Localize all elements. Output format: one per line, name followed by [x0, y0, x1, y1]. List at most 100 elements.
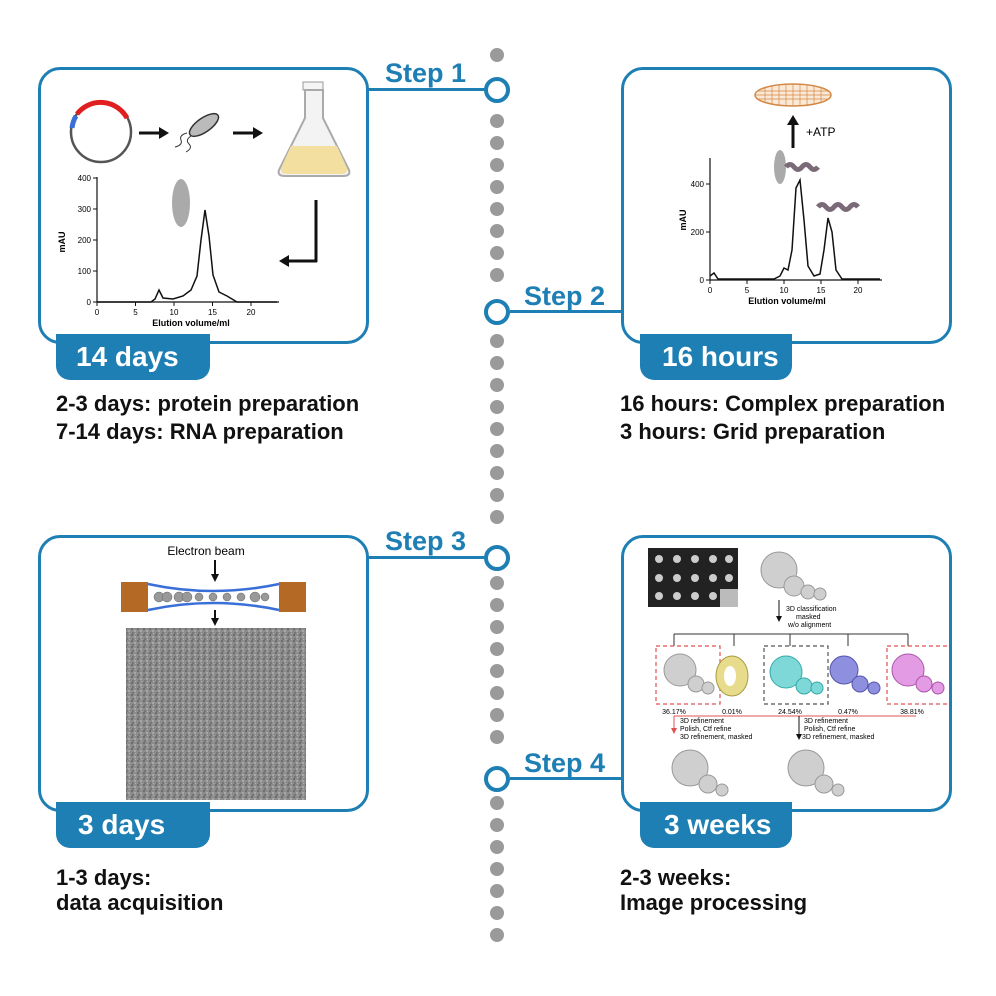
timeline-dot [490, 268, 504, 282]
timeline-dot [490, 906, 504, 920]
step-4-label: Step 4 [524, 748, 606, 778]
classification-label-2: masked [796, 614, 821, 621]
step-3-line-1: 1-3 days: [56, 865, 152, 890]
step-1-duration: 14 days [76, 341, 179, 372]
timeline-dot [490, 796, 504, 810]
panel-2-y-tick-label: 400 [691, 180, 705, 189]
timeline-dot [490, 334, 504, 348]
step-1-label: Step 1 [385, 58, 467, 88]
timeline-dot [490, 246, 504, 260]
class-4-percentage: 0.47% [838, 709, 858, 716]
atp-label: +ATP [806, 125, 835, 139]
classification-label-3: w/o alignment [787, 622, 831, 629]
step-4-panel: 3D classification masked w/o alignment 3… [621, 535, 952, 812]
class-3-percentage: 24.54% [778, 709, 802, 716]
bacterium-icon [174, 112, 220, 153]
timeline-dot [490, 202, 504, 216]
connector-step-2 [510, 310, 622, 313]
panel-1-x-tick-label: 5 [133, 308, 138, 317]
timeline-dot [490, 378, 504, 392]
refine-left-2: Polish, Ctf refine [680, 726, 731, 733]
protein-particle-icon [172, 179, 190, 227]
panel-1-y-tick-label: 200 [78, 236, 92, 245]
step-1-duration-badge: 14 days [56, 334, 210, 380]
step-1-line-2: 7-14 days: RNA preparation [56, 419, 344, 444]
step-4-line-2: Image processing [620, 890, 808, 915]
refine-right-2: Polish, Ctf refine [804, 726, 855, 733]
panel-1-x-tick-label: 20 [247, 308, 256, 317]
timeline-dot [490, 488, 504, 502]
step-3-duration-badge: 3 days [56, 802, 210, 848]
timeline-dot [490, 510, 504, 524]
panel-2-y-axis-label: mAU [678, 209, 688, 230]
timeline-dot [490, 818, 504, 832]
timeline-node-step-3 [484, 545, 510, 571]
panel-2-x-tick-label: 15 [817, 286, 826, 295]
protein-particle-icon [774, 150, 786, 184]
step-2-label: Step 2 [524, 281, 606, 311]
2d-class-averages [648, 548, 738, 607]
panel-1-x-tick-label: 0 [95, 308, 100, 317]
step-3-label: Step 3 [385, 526, 467, 556]
timeline-dot [490, 356, 504, 370]
timeline-dot [490, 422, 504, 436]
panel-1-x-tick-label: 10 [170, 308, 179, 317]
classification-label-1: 3D classification [786, 606, 837, 613]
timeline-dot [490, 576, 504, 590]
step-4-line-1: 2-3 weeks: [620, 865, 732, 890]
step-4-duration-badge: 3 weeks [640, 802, 792, 848]
refine-left-3: 3D refinement, masked [680, 734, 752, 741]
grid-support-left [121, 582, 148, 612]
timeline-dot [490, 620, 504, 634]
chromatogram-trace [97, 209, 277, 303]
panel-1-x-axis-label: Elution volume/ml [152, 318, 230, 328]
connector-step-3 [366, 556, 486, 559]
panel-1-y-tick-label: 300 [78, 205, 92, 214]
step-4-duration: 3 weeks [664, 809, 772, 840]
class-2-percentage: 0.01% [722, 709, 742, 716]
panel-2-x-tick-label: 10 [780, 286, 789, 295]
refine-right-1: 3D refinement [804, 718, 848, 725]
final-model-left [671, 749, 729, 797]
class-4-map [829, 655, 881, 695]
panel-2-x-tick-label: 0 [708, 286, 713, 295]
timeline-dot [490, 730, 504, 744]
panel-2-y-tick-label: 200 [691, 228, 705, 237]
grid-support-right [279, 582, 306, 612]
timeline-dot [490, 224, 504, 238]
step-3-duration: 3 days [78, 809, 166, 840]
panel-2-x-tick-label: 5 [745, 286, 750, 295]
rna-helix-icon [816, 202, 860, 212]
class-1-percentage: 36.17% [662, 709, 686, 716]
timeline-dot [490, 862, 504, 876]
timeline-dot [490, 158, 504, 172]
micrograph-image [126, 628, 306, 800]
timeline-dot [490, 598, 504, 612]
refine-right-3: 3D refinement, masked [802, 734, 874, 741]
class-2-map [715, 655, 749, 697]
step-3-panel: Electron beam [38, 535, 369, 812]
step-2-line-1: 16 hours: Complex preparation [620, 391, 946, 416]
cryo-grid-icon [754, 83, 832, 107]
class-3-map [769, 655, 824, 695]
step-2-duration-badge: 16 hours [640, 334, 792, 380]
timeline-dot [490, 840, 504, 854]
timeline-dot [490, 48, 504, 62]
class-5-map [891, 653, 945, 695]
class-5-percentage: 38.81% [900, 709, 924, 716]
final-model-right [787, 749, 845, 797]
rna-helix-icon [784, 162, 820, 172]
image-processing-illustration: 3D classification masked w/o alignment 3… [648, 548, 952, 797]
step-1-line-1: 2-3 days: protein preparation [56, 391, 360, 416]
class-1-map [663, 653, 715, 695]
timeline-dot [490, 114, 504, 128]
initial-3d-model [760, 551, 827, 601]
refine-left-1: 3D refinement [680, 718, 724, 725]
particles-in-ice [153, 591, 270, 603]
electron-beam-label: Electron beam [167, 544, 244, 558]
step-3-line-2: data acquisition [56, 890, 224, 915]
timeline-dot [490, 928, 504, 942]
timeline-dot [490, 884, 504, 898]
